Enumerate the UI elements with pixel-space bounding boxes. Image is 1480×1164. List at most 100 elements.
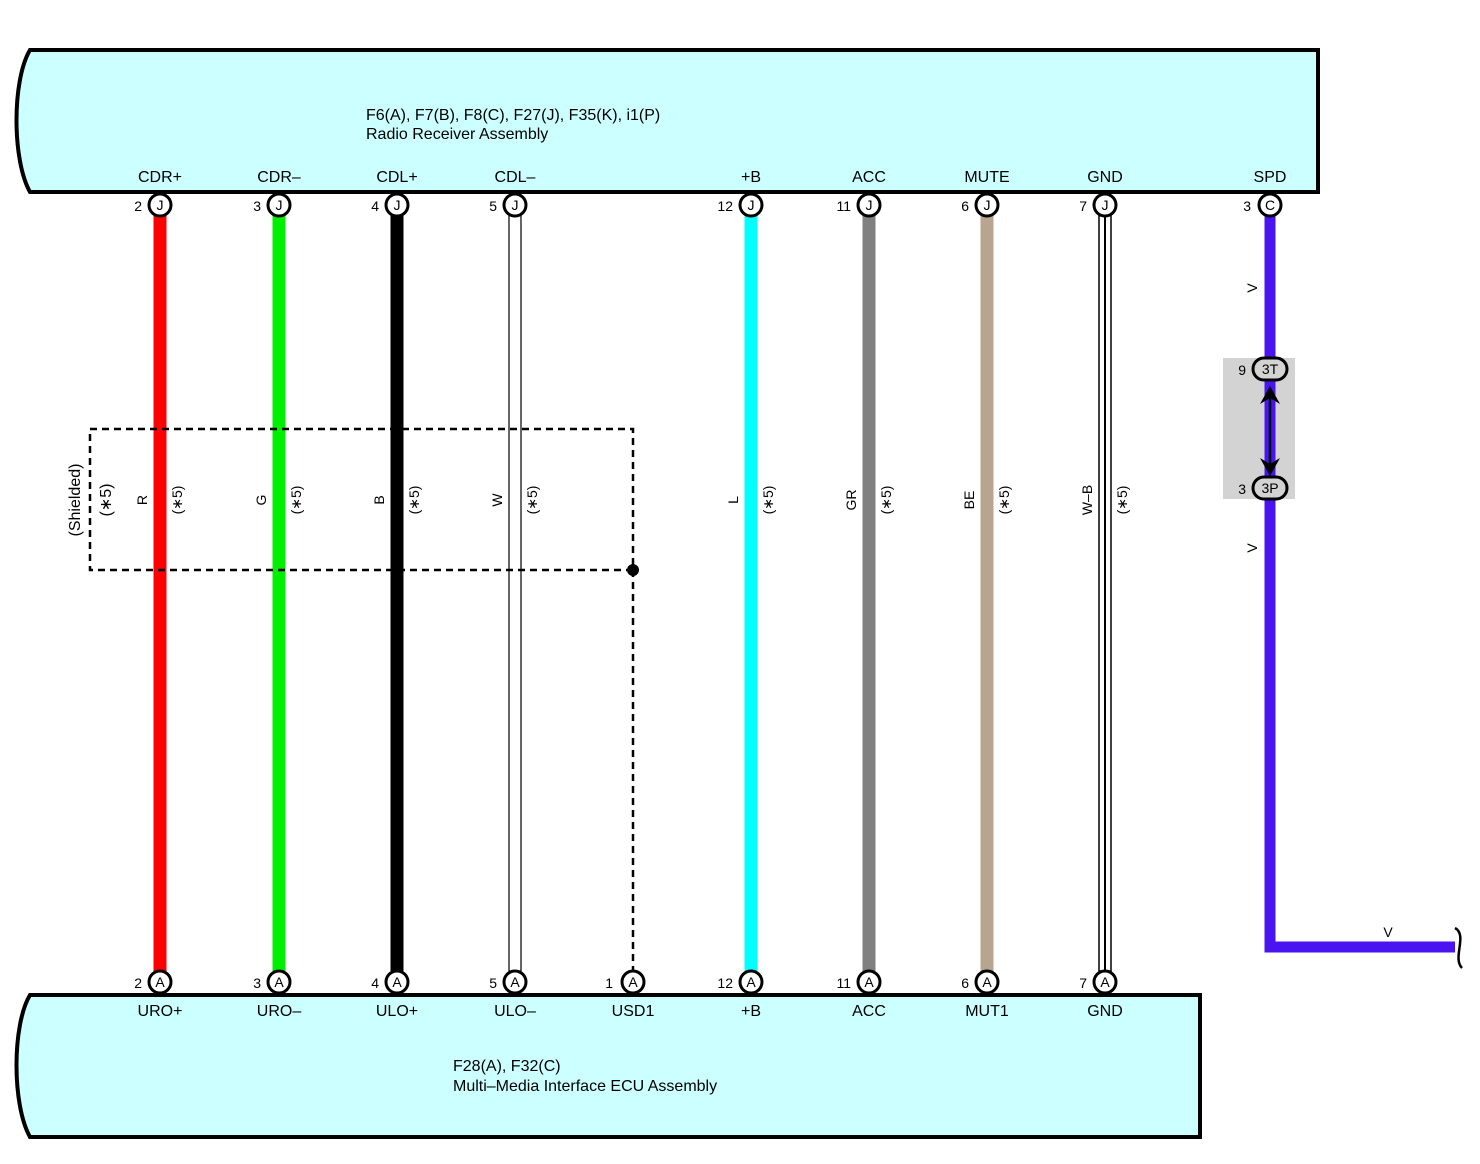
terminal-top-conn: J — [1102, 197, 1109, 213]
terminal-top-label: CDR+ — [138, 169, 182, 186]
terminal-top-conn: J — [276, 197, 283, 213]
terminal-top-conn: J — [866, 197, 873, 213]
terminal-spd-label: SPD — [1254, 169, 1287, 186]
wire-color-code: B — [371, 495, 387, 504]
terminal-top — [147, 192, 173, 218]
terminal-bottom-label: GND — [1087, 1003, 1123, 1020]
wire-note: (∗5) — [1114, 486, 1130, 515]
terminal-bottom-conn: A — [274, 974, 284, 990]
terminal-top — [384, 192, 410, 218]
terminal-bottom-pin: 2 — [134, 975, 142, 991]
spd-color-code-2: V — [1244, 543, 1260, 553]
terminal-bottom-pin: 4 — [371, 975, 379, 991]
mmi-ecu-name: Multi–Media Interface ECU Assembly — [453, 1078, 717, 1095]
mmi-ecu-connectors: F28(A), F32(C) — [453, 1058, 561, 1075]
terminal-top-label: MUTE — [964, 169, 1009, 186]
terminal-top — [856, 192, 882, 218]
terminal-bottom-pin: 3 — [253, 975, 261, 991]
terminal-top-pin: 6 — [961, 198, 969, 214]
wire-color-code: L — [725, 496, 741, 504]
junction-3t — [1251, 356, 1289, 382]
wire-note: (∗5) — [406, 486, 422, 515]
wire-color-code: G — [253, 495, 269, 506]
wire-break-symbol — [1454, 926, 1464, 969]
terminal-bottom — [856, 969, 882, 995]
shield-drain-terminal: A 1 USD1 — [605, 969, 655, 1020]
wire-note: (∗5) — [169, 486, 185, 515]
radio-receiver-connectors: F6(A), F7(B), F8(C), F27(J), F35(K), i1(… — [366, 107, 660, 124]
terminal-bottom — [1092, 969, 1118, 995]
terminal-bottom-label: MUT1 — [965, 1003, 1009, 1020]
wire-note: (∗5) — [760, 486, 776, 515]
terminal-bottom-label: URO+ — [138, 1003, 183, 1020]
terminal-bottom — [266, 969, 292, 995]
terminal-spd — [1257, 192, 1283, 218]
terminal-bottom-conn: A — [510, 974, 520, 990]
wire-color-code: W–B — [1079, 485, 1095, 515]
terminal-bottom-pin: 6 — [961, 975, 969, 991]
junction-3p — [1251, 475, 1289, 501]
svg-text:9: 9 — [1238, 362, 1246, 378]
terminal-top — [974, 192, 1000, 218]
junction-connector-box — [1223, 358, 1295, 499]
wire-color-code: BE — [961, 491, 977, 510]
terminal-top-pin: 5 — [489, 198, 497, 214]
terminal-bottom-label: URO– — [257, 1003, 302, 1020]
terminal-top-conn: J — [512, 197, 519, 213]
mmi-ecu-box — [14, 993, 1202, 1139]
radio-receiver-box — [14, 48, 1320, 194]
terminal-top-label: CDL– — [495, 169, 536, 186]
svg-text:A: A — [628, 974, 638, 990]
terminal-top-pin: 7 — [1079, 198, 1087, 214]
terminal-top — [266, 192, 292, 218]
terminal-usd1-label: USD1 — [612, 1003, 655, 1020]
terminal-bottom-conn: A — [1100, 974, 1110, 990]
terminal-bottom-pin: 11 — [836, 975, 851, 991]
terminal-top-pin: 2 — [134, 198, 142, 214]
spd-color-code-1: V — [1244, 283, 1260, 293]
terminal-bottom-label: ULO– — [494, 1003, 536, 1020]
terminal-bottom — [384, 969, 410, 995]
terminal-bottom-conn: A — [982, 974, 992, 990]
terminal-bottom-pin: 7 — [1079, 975, 1087, 991]
wire-note: (∗5) — [288, 486, 304, 515]
terminal-bottom-conn: A — [864, 974, 874, 990]
wire-color-code: W — [489, 493, 505, 507]
svg-text:1: 1 — [605, 975, 613, 991]
terminal-bottom-label: ACC — [852, 1003, 886, 1020]
wire-note: (∗5) — [524, 486, 540, 515]
terminal-bottom-label: ULO+ — [376, 1003, 418, 1020]
terminal-bottom-conn: A — [392, 974, 402, 990]
terminal-bottom-conn: A — [155, 974, 165, 990]
terminal-top-conn: J — [157, 197, 164, 213]
terminal-bottom — [738, 969, 764, 995]
terminal-top-conn: J — [394, 197, 401, 213]
wire-note: (∗5) — [996, 486, 1012, 515]
wire-color-code: GR — [843, 490, 859, 511]
wire-harness: J2CDR+A2URO+R(∗5)J3CDR–A3URO–G(∗5)J4CDL+… — [134, 169, 1130, 1020]
svg-text:C: C — [1265, 197, 1275, 213]
terminal-top-label: CDR– — [257, 169, 301, 186]
spd-color-code-3: V — [1383, 924, 1393, 940]
terminal-bottom — [502, 969, 528, 995]
terminal-top-label: ACC — [852, 169, 886, 186]
terminal-bottom-pin: 5 — [489, 975, 497, 991]
wire-color-code: R — [134, 495, 150, 505]
terminal-top-pin: 4 — [371, 198, 379, 214]
speed-signal-wire: 3T 9 3P 3 V V V C 3 SPD — [1223, 169, 1464, 969]
terminal-bottom — [147, 969, 173, 995]
terminal-top-label: GND — [1087, 169, 1123, 186]
svg-text:3P: 3P — [1261, 480, 1278, 496]
radio-receiver-name: Radio Receiver Assembly — [366, 126, 548, 143]
shield-label: (Shielded) — [67, 464, 84, 537]
terminal-top — [738, 192, 764, 218]
terminal-bottom-pin: 12 — [717, 975, 733, 991]
terminal-top — [502, 192, 528, 218]
